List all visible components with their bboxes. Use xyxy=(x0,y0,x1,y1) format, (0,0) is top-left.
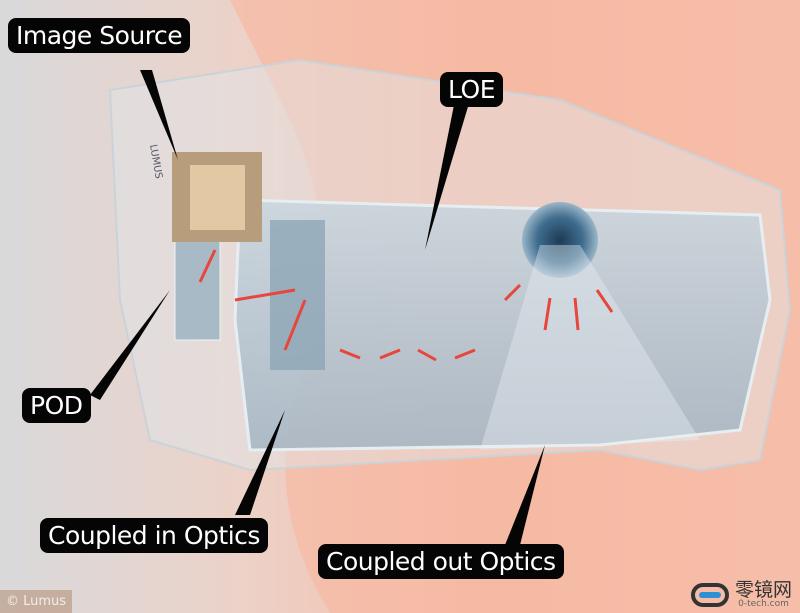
watermark-chinese: 零镜网 xyxy=(734,579,792,601)
light-path-arrows xyxy=(198,249,614,362)
label-pod: POD xyxy=(22,388,91,423)
lens xyxy=(233,198,772,452)
eye xyxy=(522,202,598,278)
coupled-out-beam xyxy=(480,245,700,450)
watermark-logo-icon xyxy=(690,583,729,607)
label-loe: LOE xyxy=(440,72,504,107)
label-pointers xyxy=(90,70,545,545)
label-coupled-in-optics: Coupled in Optics xyxy=(40,518,268,553)
label-image-source: Image Source xyxy=(8,18,191,53)
watermark-domain: 0-tech.com xyxy=(738,599,789,609)
image-credit: © Lumus xyxy=(0,590,73,613)
coupled-in-element xyxy=(270,220,325,370)
label-coupled-out-optics: Coupled out Optics xyxy=(318,544,564,579)
watermark: 零镜网 0-tech.com xyxy=(690,579,792,609)
